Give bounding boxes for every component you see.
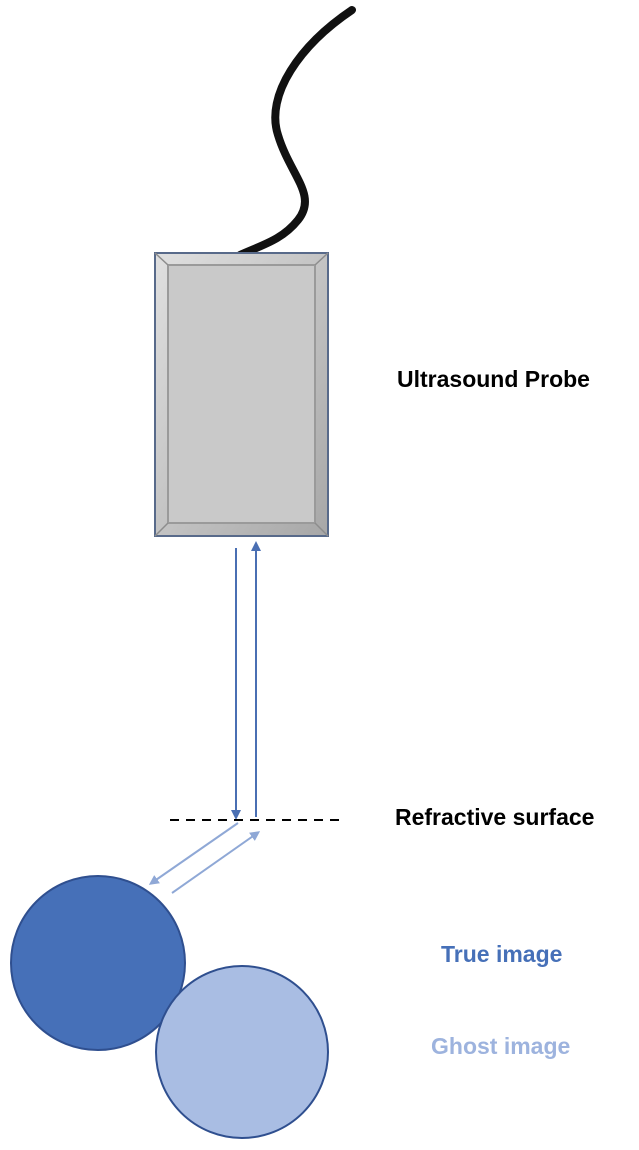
refractive-surface-label: Refractive surface: [395, 804, 595, 830]
refracted-beam-arrow: [148, 822, 239, 885]
ultrasound-probe: [154, 252, 329, 537]
ghost-image-circle: [155, 965, 329, 1139]
true-image-circle: [10, 875, 186, 1051]
probe-cable: [236, 6, 356, 259]
true-image-label: True image: [441, 941, 563, 967]
ghost-image-label: Ghost image: [431, 1033, 571, 1059]
probe-label: Ultrasound Probe: [397, 366, 590, 392]
refracted-echo-arrow: [171, 831, 261, 894]
